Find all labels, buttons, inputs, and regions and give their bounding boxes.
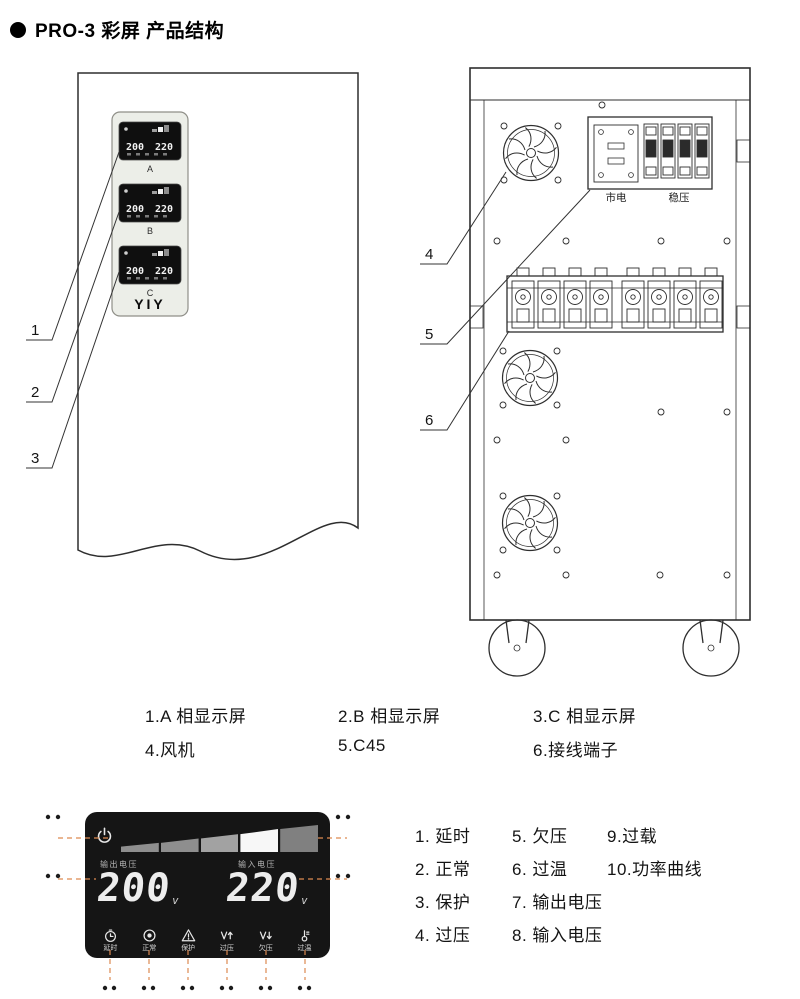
display-c-output: 200 [126,266,144,277]
status-label: 保护 [181,945,196,952]
undervoltage-icon [260,931,272,940]
output-voltage-value: 200 v [94,866,178,911]
output-voltage-label: 输出电压 [100,860,138,869]
overvoltage-icon [221,931,234,940]
page-title: PRO-3 彩屏 产品结构 [10,16,224,43]
stabilize-label: 稳压 [669,191,690,204]
status-label: 欠压 [258,945,273,952]
input-voltage-label: 输入电压 [238,860,276,869]
callout-lines [26,151,591,469]
front-view [77,72,359,561]
caster-right [682,619,740,677]
status-label: 正常 [142,945,157,952]
screws [493,101,731,579]
bar-segment [240,829,279,852]
legend-row: 1. 延时 [415,827,471,846]
legend-part-6: 6.接线端子 [533,741,619,760]
status-icon-row: 延时 正常 保护 过压 [91,920,324,953]
callout-6: 6 [425,412,433,429]
closeup-legend-col-2: 5. 欠压 6. 过温 7. 输出电压 8. 输入电压 [512,820,602,952]
display-a-output: 200 [126,142,144,153]
phase-c-label: C [147,288,154,298]
bar-segment [280,825,318,852]
status-undervoltage: 欠压 [246,920,285,953]
status-protect: 保护 [169,920,208,953]
brand-logo: YIY [134,296,166,312]
phase-display-b: 200 220 B [118,183,182,236]
callout-1: 1 [31,322,39,339]
fan-middle [499,347,561,409]
phase-display-a: 200 220 A [118,121,182,174]
normal-icon [143,929,156,942]
legend-row: 2. 正常 [415,860,471,879]
fan-top [500,122,562,184]
callout-2: 2 [31,384,39,401]
output-digits: 200 [94,866,173,911]
display-closeup: 输出电压 输入电压 200 v 220 v 延时 正常 [85,812,330,958]
legend-part-5: 5.C45 [338,736,386,755]
protect-icon [181,929,195,942]
status-label: 过温 [297,945,312,952]
legend-row: 4. 过压 [415,926,471,945]
status-label: 过压 [219,945,234,952]
power-icon [97,827,112,843]
legend-row: 8. 输入电压 [512,926,603,945]
closeup-legend-col-3: 9.过载 10.功率曲线 [607,820,702,886]
front-cabinet-outline [77,72,359,561]
power-curve-bars [121,825,318,852]
legend-part-2: 2.B 相显示屏 [338,707,441,726]
callout-5: 5 [425,326,433,343]
breaker-box [587,116,713,190]
phase-b-label: B [147,226,153,236]
legend-row: 5. 欠压 [512,827,568,846]
input-voltage-value: 220 v [223,866,307,911]
status-timer: 延时 [91,920,130,953]
bar-segment [121,842,159,852]
callout-4: 4 [425,246,433,263]
page-title-text: PRO-3 彩屏 产品结构 [35,21,225,42]
legend-row: 6. 过温 [512,860,568,879]
legend-part-3: 3.C 相显示屏 [533,707,637,726]
legend-row: 7. 输出电压 [512,893,603,912]
status-overvoltage: 过压 [207,920,246,953]
timer-icon [104,929,116,942]
front-panel: 200 220 A 200 220 B [111,111,189,317]
status-label: 延时 [103,945,118,952]
input-digits: 220 [223,866,302,911]
back-view: 市电 稳压 [469,67,751,677]
phase-display-c: 200 220 C [118,245,182,298]
display-a-input: 220 [155,142,173,153]
bar-segment [160,838,199,852]
legend-row: 3. 保护 [415,893,471,912]
bullet-icon [10,21,26,38]
legend-row: 9.过载 [607,827,658,846]
input-unit: v [301,895,307,907]
legend-row: 10.功率曲线 [607,860,703,879]
output-unit: v [172,895,178,907]
overtemp-icon [301,930,310,942]
caster-left [488,619,546,677]
phase-a-label: A [147,164,153,174]
status-normal: 正常 [130,920,169,953]
bar-segment [200,834,239,852]
closeup-legend-col-1: 1. 延时 2. 正常 3. 保护 4. 过压 [415,820,470,952]
legend-part-1: 1.A 相显示屏 [145,707,247,726]
status-overtemp: 过温 [285,920,324,953]
terminal-block [506,267,724,333]
mains-label: 市电 [606,191,627,204]
callout-3: 3 [31,450,39,467]
display-c-input: 220 [155,266,173,277]
legend-part-4: 4.风机 [145,741,196,760]
display-b-output: 200 [126,204,144,215]
display-b-input: 220 [155,204,173,215]
fan-bottom [499,492,561,554]
